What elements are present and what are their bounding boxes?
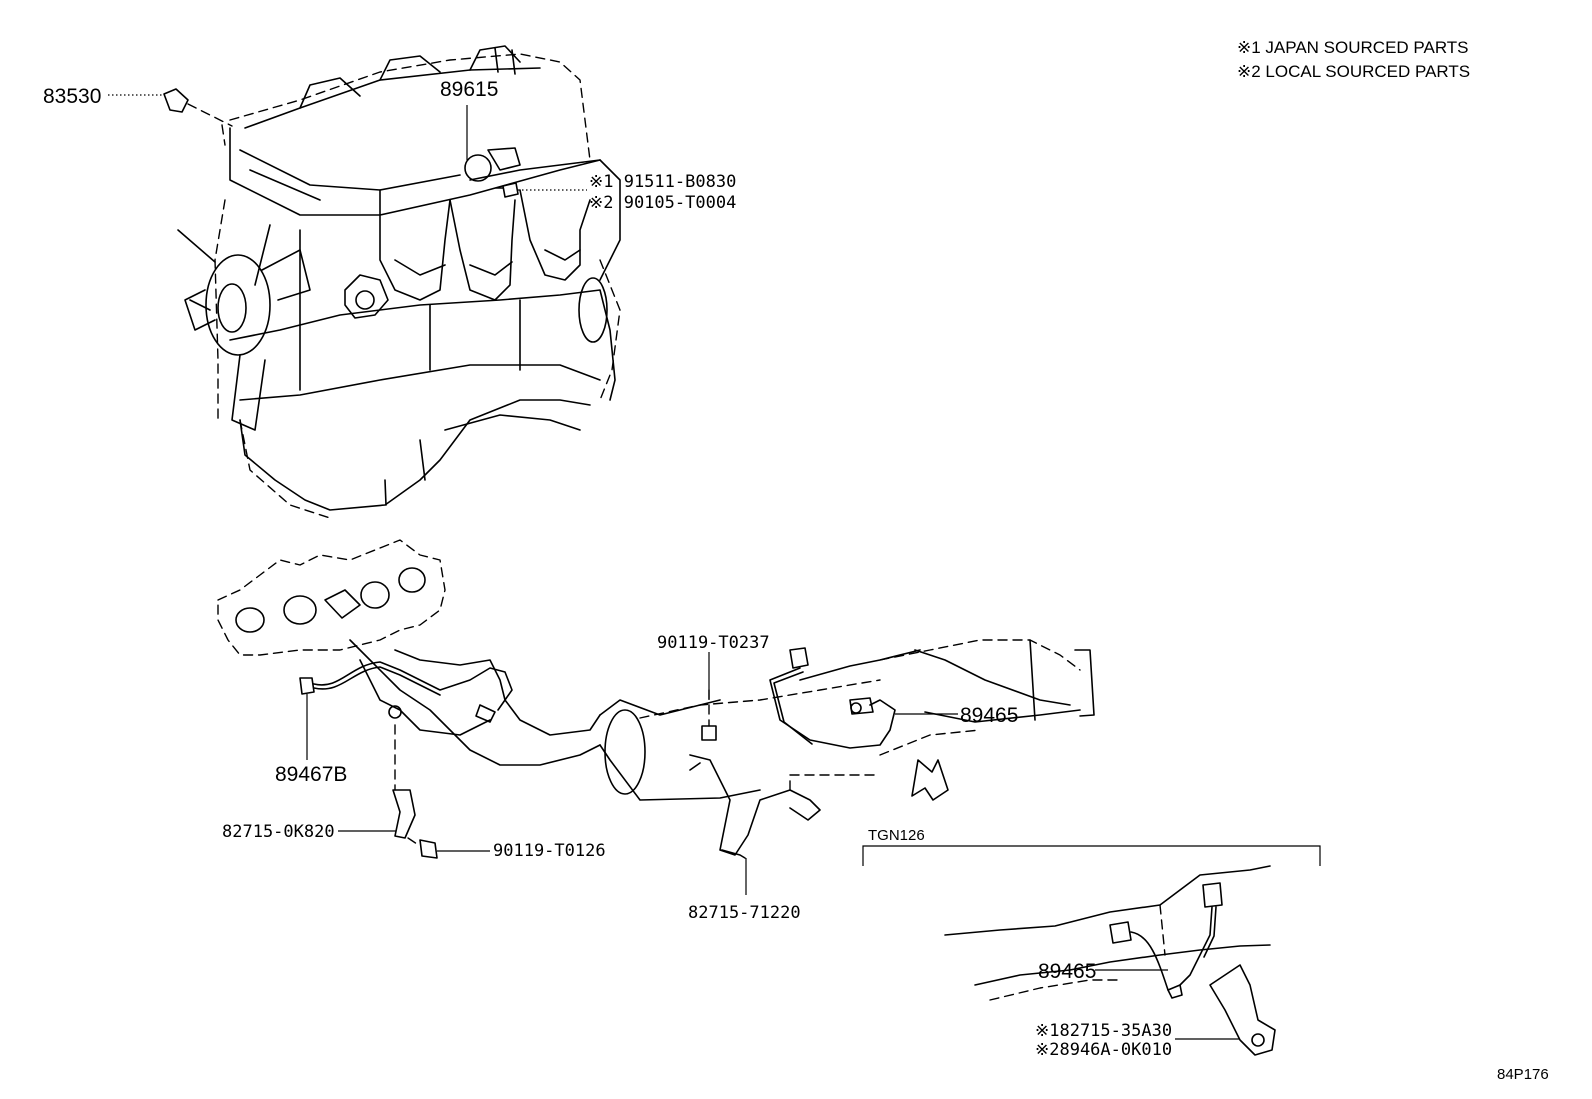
part-label-90119-t0237[interactable]: 90119-T0237 bbox=[657, 633, 770, 653]
part-label-90119-t0126[interactable]: 90119-T0126 bbox=[493, 841, 606, 861]
callout-82715-71220: 82715-71220 bbox=[688, 858, 801, 923]
inset-tgn126: TGN126 bbox=[862, 827, 1321, 1056]
callout-89467b: 89467B bbox=[275, 694, 347, 786]
part-label-83530[interactable]: 83530 bbox=[43, 85, 101, 108]
part-label-89467b[interactable]: 89467B bbox=[275, 763, 347, 786]
callout-89465-inset: 89465 bbox=[1038, 960, 1168, 983]
connector-icon bbox=[1202, 882, 1223, 908]
legend-note-japan: ※1 JAPAN SOURCED PARTS bbox=[1237, 38, 1469, 57]
part-label-82715-71220[interactable]: 82715-71220 bbox=[688, 903, 801, 923]
part-label-91511-b0830[interactable]: ※1 91511-B0830 bbox=[589, 172, 736, 192]
part-label-89465-main[interactable]: 89465 bbox=[960, 704, 1018, 727]
legend-note-local: ※2 LOCAL SOURCED PARTS bbox=[1237, 62, 1470, 81]
callout-91511: ※1 91511-B0830 ※2 90105-T0004 bbox=[518, 172, 736, 213]
legend: ※1 JAPAN SOURCED PARTS ※2 LOCAL SOURCED … bbox=[1237, 38, 1470, 81]
connector-icon bbox=[299, 677, 315, 695]
callout-inset-bracket: ※182715-35A30 ※28946A-0K010 bbox=[1035, 1021, 1240, 1060]
exhaust-pipe-illustration bbox=[599, 639, 1095, 859]
engine-illustration bbox=[177, 45, 621, 519]
connector-icon bbox=[789, 647, 809, 669]
callout-90119-t0126: 90119-T0126 bbox=[437, 841, 606, 861]
part-label-89465-inset[interactable]: 89465 bbox=[1038, 960, 1096, 983]
inset-title: TGN126 bbox=[868, 827, 925, 844]
oil-pressure-switch-icon bbox=[163, 88, 189, 113]
callout-89615: 89615 bbox=[440, 78, 498, 160]
part-label-82715-35a30[interactable]: ※182715-35A30 bbox=[1035, 1021, 1172, 1041]
figure-code: 84P176 bbox=[1497, 1066, 1549, 1083]
part-label-90105-t0004[interactable]: ※2 90105-T0004 bbox=[589, 193, 736, 213]
callout-90119-t0237: 90119-T0237 bbox=[657, 633, 770, 700]
part-label-82715-0k820[interactable]: 82715-0K820 bbox=[222, 822, 335, 842]
callout-83530: 83530 bbox=[43, 85, 233, 127]
part-label-8946a-0k010[interactable]: ※28946A-0K010 bbox=[1035, 1040, 1172, 1060]
exhaust-manifold-illustration bbox=[217, 539, 601, 859]
callout-89465-main: 89465 bbox=[895, 704, 1018, 727]
callout-82715-0k820: 82715-0K820 bbox=[222, 822, 396, 842]
part-label-89615[interactable]: 89615 bbox=[440, 78, 498, 101]
